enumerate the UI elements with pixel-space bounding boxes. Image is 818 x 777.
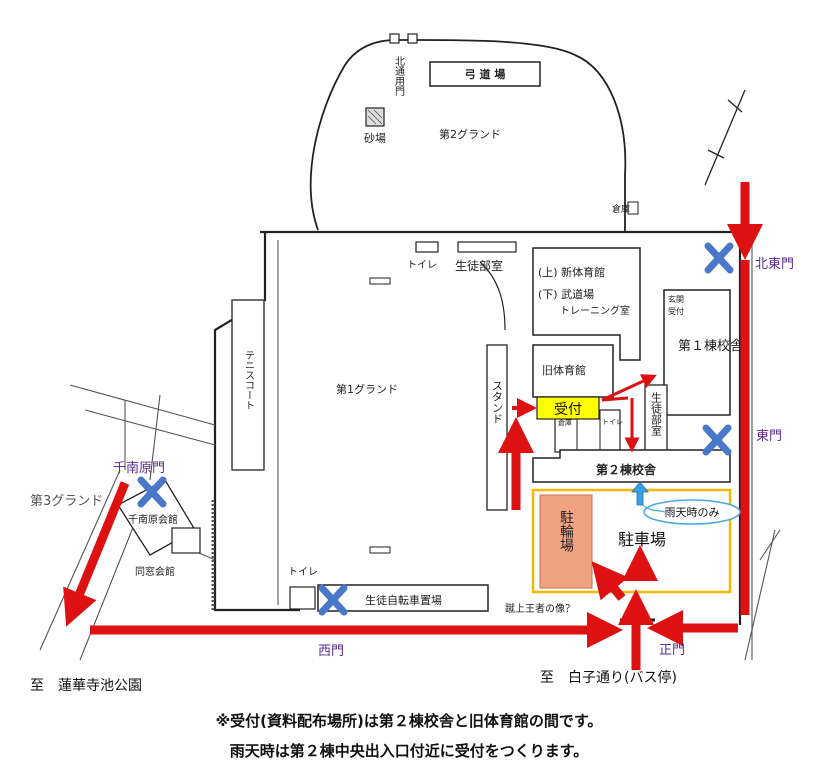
svg-text:北通用門: 北通用門 xyxy=(393,56,405,97)
dest-right: 至 白子通り(バス停) xyxy=(540,669,677,686)
north-arrow xyxy=(704,89,746,186)
gate-north-east: 北東門 xyxy=(755,256,794,272)
x-east xyxy=(702,424,732,456)
annex-toilet-label: トイレ xyxy=(602,418,623,426)
route-reception-b1 xyxy=(601,374,657,402)
tennis-court-label: テニスコート xyxy=(243,350,254,410)
north-service-gate: 北通用門 xyxy=(393,56,405,97)
rain-arrow xyxy=(631,481,649,506)
statue-label: 蹴上王者の像？ xyxy=(505,602,575,615)
rain-only-badge xyxy=(643,499,741,525)
second-ground-label: 第2グランド xyxy=(439,127,501,141)
seito-bushitsu-side-label: 生徒部室 xyxy=(650,391,663,436)
second-ground-outline xyxy=(309,39,627,232)
kyudojo-label: 弓 道 場 xyxy=(465,67,506,81)
note-line-2: 雨天時は第２棟中央出入口付近に受付をつくります。 xyxy=(229,742,589,760)
ground-curve xyxy=(479,261,506,331)
building1-label: 第１棟校舎 xyxy=(678,338,743,354)
annex-souko-label: 倉庫 xyxy=(558,418,572,427)
dousou-kaikan-label: 同窓会館 xyxy=(135,565,175,578)
bicycle-lot xyxy=(539,494,593,589)
toilet-top-label: トイレ xyxy=(407,260,437,271)
note-line-1: ※受付(資料配布場所)は第２棟校舎と旧体育館の間です。 xyxy=(215,712,603,730)
dest-left: 至 蓮華寺池公園 xyxy=(30,678,142,694)
first-ground-label: 第1グランド xyxy=(336,382,398,396)
training-room-label: トレーニング室 xyxy=(560,304,630,317)
toilet-bottom-label: トイレ xyxy=(288,567,318,578)
north-service-gate-post-right xyxy=(407,33,418,44)
route-arrows xyxy=(63,182,763,670)
dousou-kaikan-building xyxy=(171,527,201,554)
sunaba-hatch xyxy=(367,109,383,125)
old-gym-label: 旧体育館 xyxy=(542,363,586,377)
ground-bench-top xyxy=(369,277,391,285)
gate-sennanbara: 千南原門 xyxy=(113,460,165,476)
rain-only-label: 雨天時のみ xyxy=(665,506,720,519)
rain-arrow-tail xyxy=(642,504,666,513)
souko-box xyxy=(627,201,639,215)
ground-bench-bottom xyxy=(369,546,391,554)
gate-east: 東門 xyxy=(756,428,782,444)
route-reception-right xyxy=(601,396,629,402)
north-service-gate-post-left xyxy=(389,33,400,44)
sennan-kaikan-label: 千南原会館 xyxy=(128,513,178,526)
route-sennan-diag xyxy=(63,481,130,627)
kyudojo-building xyxy=(429,61,541,87)
new-gym-building xyxy=(532,247,641,361)
student-club-label: 生徒部室 xyxy=(455,258,503,273)
gate-west: 西門 xyxy=(318,644,344,659)
east-road xyxy=(744,232,781,661)
budojo-label: (下) 武道場 xyxy=(538,287,594,301)
old-gym-building xyxy=(532,344,614,398)
student-club-box xyxy=(457,241,517,253)
campus-map: 北通用門 弓 道 場 砂場 第2グランド 倉庫 テニスコート 第1グランド トイ… xyxy=(30,33,794,694)
toilet-bottom-box xyxy=(289,586,316,610)
reception-label: 受付 xyxy=(554,402,582,418)
souko-label: 倉庫 xyxy=(612,203,630,215)
parking-lot-label: 駐車場 xyxy=(618,530,666,549)
genkan-label: 玄関 xyxy=(668,294,684,304)
bicycle-lot-label: 駐輪場 xyxy=(558,510,574,552)
route-to-bicycle xyxy=(591,561,629,601)
x-west xyxy=(318,584,348,616)
genkan-uketsuke-label: 受付 xyxy=(668,306,684,316)
stand-label: スタンド xyxy=(491,380,504,424)
building2-label: 第２棟校舎 xyxy=(596,462,657,477)
bike-parking-students-label: 生徒自転車置場 xyxy=(365,593,442,607)
building1 xyxy=(663,289,731,416)
third-ground-label: 第3グランド xyxy=(30,494,103,509)
tennis-court xyxy=(231,299,265,471)
sunaba-label: 砂場 xyxy=(364,132,386,145)
stand-building xyxy=(486,344,508,511)
toilet-top-box xyxy=(415,241,439,253)
left-roads xyxy=(39,384,216,661)
new-gym-label: (上) 新体育館 xyxy=(538,265,605,279)
x-sennanbara xyxy=(137,476,167,508)
closed-gate-marks xyxy=(137,242,734,616)
x-north-east xyxy=(704,242,734,274)
reception-box xyxy=(536,396,600,420)
gate-main: 正門 xyxy=(659,643,685,658)
